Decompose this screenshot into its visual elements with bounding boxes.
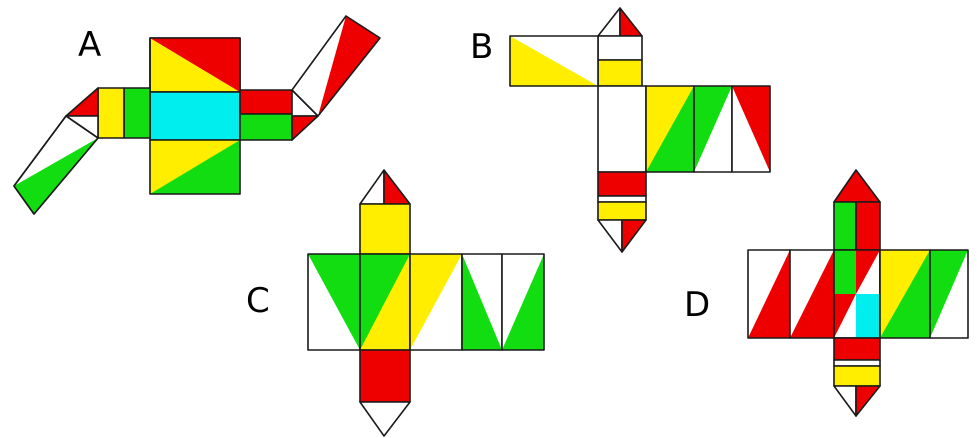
net-d-col-white [833, 359, 881, 367]
net-c-top-tip-white [359, 169, 385, 205]
net-a-center-face [149, 91, 241, 141]
net-b-top-tip-red [619, 7, 643, 37]
net-c-bottom-tip [359, 401, 411, 437]
net-a-right-green [239, 113, 293, 141]
net-b-col-red [597, 171, 647, 197]
net-c-bottom-face [359, 349, 411, 403]
net-a-left-yellow [97, 87, 125, 139]
net-b-col-white-2 [597, 195, 647, 203]
net-b-col-white-1 [597, 35, 643, 61]
net-a-left-arm-green [14, 138, 98, 214]
net-b-col-yellow [597, 59, 643, 87]
net-b-left-arm-yellow [510, 36, 598, 86]
net-b-label: B [470, 27, 493, 67]
net-c-panel-r2-green [462, 254, 502, 350]
net-c-panel-r1-yellow [410, 254, 462, 350]
net-d-center-red-2 [834, 294, 856, 338]
net-b-panel-2-green [694, 86, 732, 172]
net-b-top-tip-white [597, 7, 621, 37]
net-d-panel-l2-red [790, 250, 834, 338]
net-a: A [13, 15, 381, 215]
net-d-panel-r2-green [930, 250, 968, 338]
net-a-top-red [150, 38, 240, 92]
net-b-panel-3-outline [731, 85, 771, 173]
net-b-col-yellow-2 [597, 201, 647, 221]
net-c-label: C [246, 281, 270, 321]
net-c-panel-r3-outline [501, 253, 545, 351]
net-d-bottom-tip-white [833, 385, 857, 417]
net-d-panel-r1-yellow [880, 250, 930, 338]
net-c-top-tip-red [383, 169, 411, 205]
net-c-left-panel-green [308, 254, 360, 350]
net-d-top-tip [833, 169, 881, 203]
net-b: B [470, 7, 771, 253]
net-d-label: D [684, 285, 710, 325]
net-b-bottom-tip-white [597, 219, 623, 253]
net-d-panel-r2-outline [929, 249, 969, 339]
net-d-center-green [834, 250, 856, 294]
net-b-panel-1-green [646, 86, 694, 172]
net-b-main-face [597, 85, 647, 173]
net-a-left-arm-outline [13, 115, 99, 215]
net-c-top-face [359, 203, 411, 255]
net-d: D [684, 169, 969, 417]
net-d-col-red-2 [833, 337, 881, 361]
net-d-center-cyan [856, 294, 880, 338]
net-d-center-red [856, 250, 880, 294]
net-d-col-yellow [833, 365, 881, 387]
net-d-bottom-tip-red [855, 385, 881, 417]
net-a-right-arm-red [318, 16, 380, 116]
net-b-bottom-tip-red [621, 219, 647, 253]
net-c-center-panel-green [360, 254, 410, 350]
net-d-col-red [855, 201, 881, 251]
net-a-bottom-green [150, 140, 240, 194]
net-a-bottom-outline [149, 139, 241, 195]
net-a-label: A [78, 25, 101, 65]
net-a-right-red [239, 89, 293, 115]
net-a-right-red-tip [291, 115, 319, 141]
net-a-right-arm-outline [291, 15, 381, 117]
net-d-col-green [833, 201, 857, 251]
net-d-panel-l1-red [748, 250, 790, 338]
net-c-panel-r3-green [502, 254, 544, 350]
net-b-panel-3-red [732, 86, 770, 172]
net-a-left-red-tip [65, 87, 99, 117]
net-a-left-green [123, 87, 151, 139]
net-c: C [246, 169, 545, 437]
